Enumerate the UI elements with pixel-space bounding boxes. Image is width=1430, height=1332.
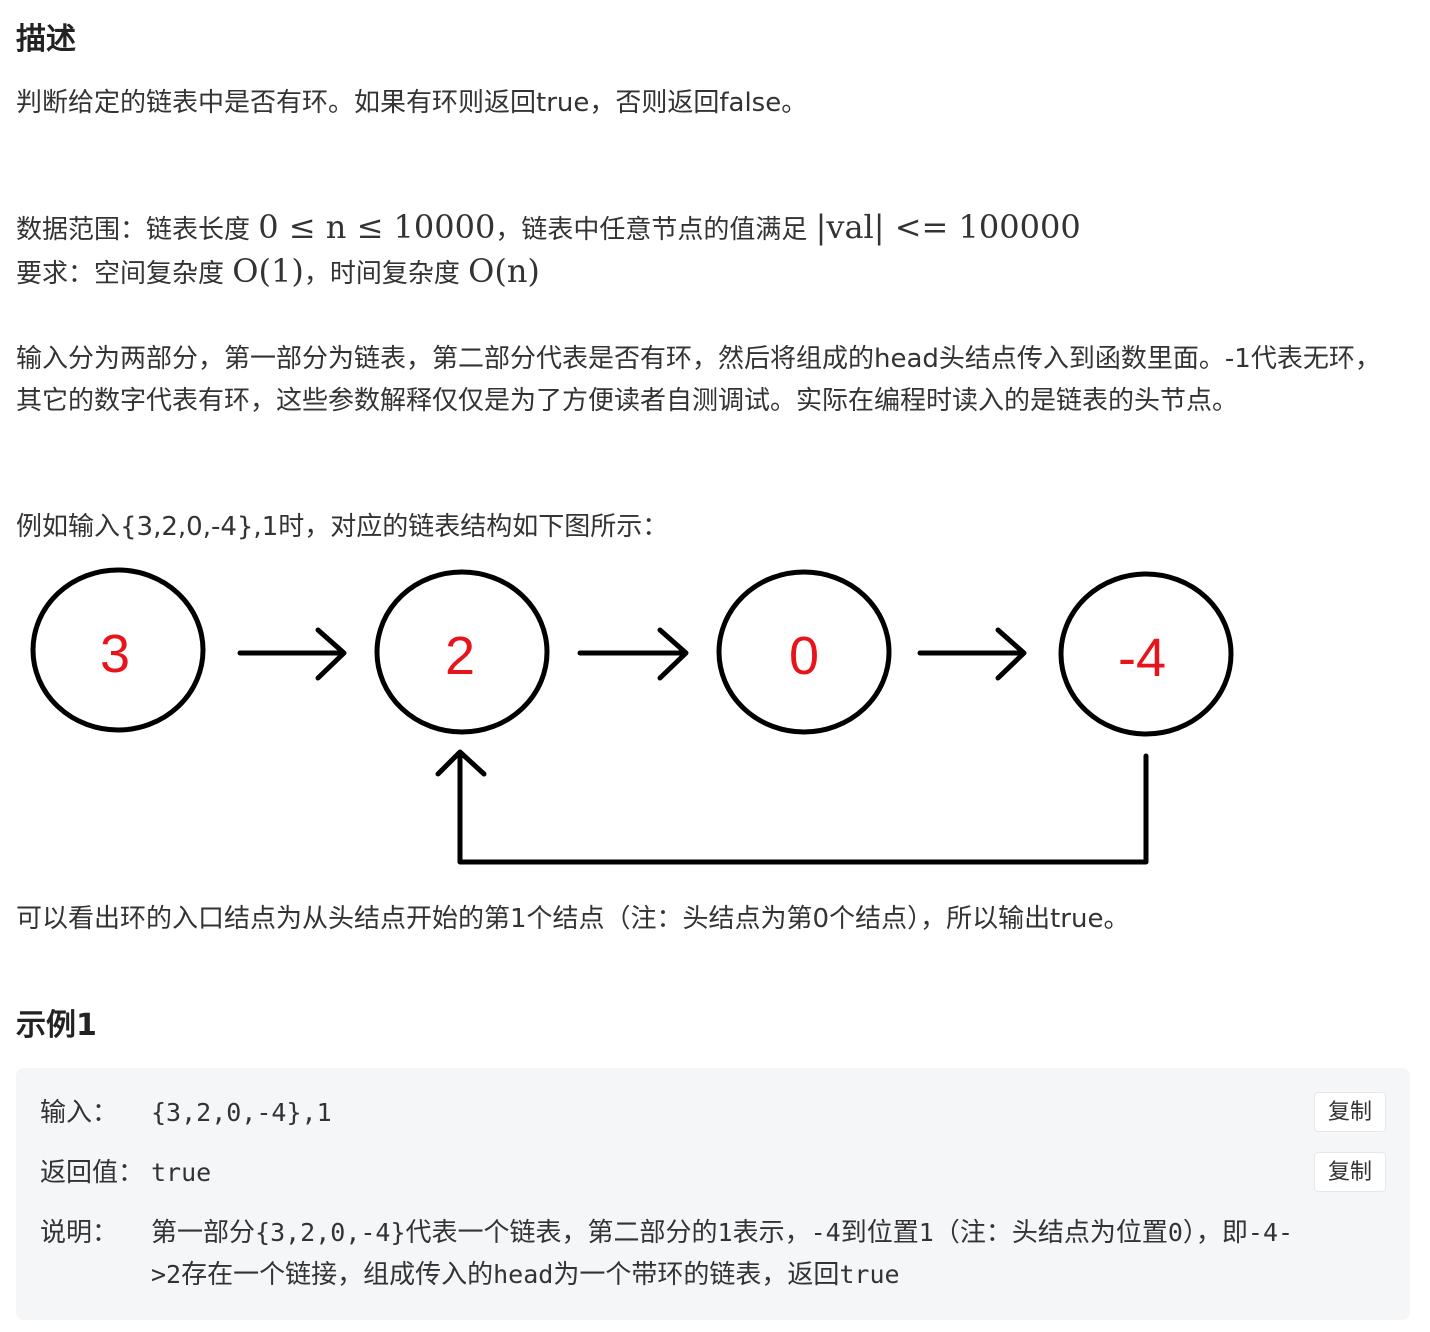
note-part: 第一部分 [151, 1218, 256, 1248]
note-code: -4 [810, 1218, 841, 1247]
req-prefix: 要求：空间复杂度 [16, 259, 233, 289]
data-range-prefix: 数据范围：链表长度 [16, 215, 259, 245]
note-part: ），即 [1182, 1218, 1248, 1248]
note-code: 1 [918, 1218, 934, 1247]
note-part: 存在一个链接，组成传入的 [181, 1260, 494, 1290]
arrow-right-icon [577, 627, 689, 681]
note-part: （注：头结点为位置 [933, 1218, 1168, 1248]
node-value-3: -4 [1118, 628, 1166, 688]
arrow-right-icon [237, 627, 347, 681]
node-circle-3 [1058, 571, 1234, 737]
node-value-0: 3 [100, 624, 130, 684]
input-description: 输入分为两部分，第一部分为链表，第二部分代表是否有环，然后将组成的head头结点… [16, 344, 1381, 416]
node-circle-1 [374, 569, 550, 735]
node-group [30, 567, 1234, 737]
example-intro: 例如输入{3,2,0,-4},1时，对应的链表结构如下图所示： [16, 512, 669, 542]
node-circle-0 [30, 567, 206, 733]
data-range-length-expr: 0 ≤ n ≤ 10000 [258, 208, 496, 246]
note-code: true [839, 1260, 900, 1289]
note-part: 为一个带环的链表，返回 [553, 1260, 840, 1290]
note-code: 1 [717, 1218, 733, 1247]
node-value-2: 0 [789, 626, 819, 686]
note-part: 到位置 [840, 1218, 919, 1248]
req-mid: ，时间复杂度 [303, 259, 469, 289]
example1-box: 输入： {3,2,0,-4},1 复制 返回值： true 复制 说明： 第一部… [16, 1068, 1410, 1320]
node-circle-2 [716, 569, 892, 735]
copy-return-button[interactable]: 复制 [1314, 1152, 1386, 1192]
return-label: 返回值： [40, 1158, 145, 1188]
node-value-1: 2 [445, 626, 475, 686]
note-part: 代表一个链表，第二部分的 [405, 1218, 718, 1248]
data-range: 数据范围：链表长度 0 ≤ n ≤ 10000，链表中任意节点的值满足 |val… [16, 206, 1081, 251]
complexity-requirement: 要求：空间复杂度 O(1)，时间复杂度 O(n) [16, 250, 540, 295]
note-code: -4->2 [151, 1218, 1294, 1289]
description-text: 判断给定的链表中是否有环。如果有环则返回true，否则返回false。 [16, 88, 808, 118]
cycle-back-arrow [435, 749, 1149, 865]
return-value: true [151, 1158, 212, 1187]
input-label: 输入： [40, 1098, 119, 1128]
arrow-right-icon [917, 627, 1027, 681]
data-range-mid: ，链表中任意节点的值满足 [495, 215, 816, 245]
note-label: 说明： [40, 1218, 119, 1248]
description-title: 描述 [16, 22, 76, 57]
space-complexity: O(1) [232, 252, 304, 290]
note-text: 第一部分{3,2,0,-4}代表一个链表，第二部分的1表示，-4到位置1（注：头… [151, 1212, 1311, 1296]
note-code: head [493, 1260, 554, 1289]
note-code: {3,2,0,-4} [255, 1218, 406, 1247]
note-code: 0 [1167, 1218, 1183, 1247]
note-part: 表示， [732, 1218, 811, 1248]
data-range-val-expr: |val| <= 100000 [815, 208, 1081, 246]
example1-title: 示例1 [16, 1008, 97, 1043]
input-value: {3,2,0,-4},1 [151, 1098, 332, 1127]
time-complexity: O(n) [468, 252, 540, 290]
linked-list-diagram: 3 2 0 -4 [30, 567, 1234, 865]
copy-input-button[interactable]: 复制 [1314, 1092, 1386, 1132]
conclusion-text: 可以看出环的入口结点为从头结点开始的第1个结点（注：头结点为第0个结点），所以输… [16, 904, 1130, 934]
